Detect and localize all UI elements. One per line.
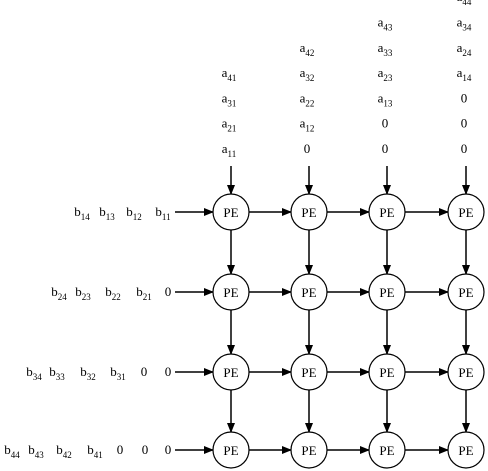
b-input-token: 0	[165, 364, 172, 379]
a-input-token: a31	[222, 90, 237, 108]
a-input-token: 0	[461, 116, 468, 131]
pe-circle	[212, 431, 250, 469]
arrow-layer	[175, 166, 470, 454]
pe-label: PE	[301, 443, 316, 458]
pe-node: PE	[368, 353, 406, 391]
pe-node: PE	[212, 431, 250, 469]
pe-node: PE	[290, 353, 328, 391]
pe-circle	[447, 193, 485, 231]
a-input-token: a43	[378, 15, 393, 33]
b-input-token: b43	[28, 442, 44, 460]
pe-circle	[447, 353, 485, 391]
pe-node: PE	[447, 193, 485, 231]
pe-circle	[368, 353, 406, 391]
pe-circle	[368, 273, 406, 311]
b-input-token: 0	[117, 442, 124, 457]
b-input-token: 0	[142, 442, 149, 457]
pe-label: PE	[379, 443, 394, 458]
pe-label: PE	[379, 285, 394, 300]
pe-node: PE	[290, 193, 328, 231]
b-input-token: 0	[165, 284, 172, 299]
pe-node-layer: PE PE PE PE PE PE PE PE PE PE PE PE PE PE PE PE	[212, 193, 485, 469]
a-input-token: a42	[300, 40, 315, 58]
pe-label: PE	[379, 205, 394, 220]
pe-circle	[447, 431, 485, 469]
b-input-token: b34	[26, 364, 42, 382]
b-input-token: b44	[4, 442, 20, 460]
pe-node: PE	[447, 431, 485, 469]
b-input-token: 0	[165, 442, 172, 457]
a-input-token: 0	[304, 141, 311, 156]
pe-node: PE	[447, 273, 485, 311]
pe-circle	[368, 193, 406, 231]
pe-label: PE	[458, 205, 473, 220]
pe-circle	[212, 193, 250, 231]
b-input-token: b23	[75, 284, 91, 302]
a-input-token: a41	[222, 65, 237, 83]
pe-circle	[290, 431, 328, 469]
b-input-token: b22	[105, 284, 121, 302]
a-input-token: a34	[457, 15, 472, 33]
b-input-token: b13	[99, 204, 115, 222]
pe-node: PE	[290, 273, 328, 311]
a-input-token: a14	[457, 65, 472, 83]
b-input-token: b31	[110, 364, 126, 382]
pe-node: PE	[368, 431, 406, 469]
pe-label: PE	[223, 205, 238, 220]
a-input-token: 0	[382, 116, 389, 131]
pe-circle	[368, 431, 406, 469]
b-input-token: b12	[126, 204, 142, 222]
a-input-token: a21	[222, 116, 237, 134]
a-input-labels: a41 a31 a21 a11 a42 a32 a22 a12 0 a43 a33 a23 a13 0 0 a…	[222, 0, 472, 159]
a-input-token: a32	[300, 65, 315, 83]
pe-label: PE	[301, 285, 316, 300]
b-input-token: b14	[74, 204, 90, 222]
a-input-token: a24	[457, 40, 472, 58]
pe-node: PE	[290, 431, 328, 469]
pe-label: PE	[458, 365, 473, 380]
b-input-token: b11	[155, 204, 170, 222]
a-input-token: 0	[461, 141, 468, 156]
pe-circle	[212, 273, 250, 311]
b-input-token: b33	[49, 364, 65, 382]
a-input-token: a44	[457, 0, 472, 7]
pe-node: PE	[368, 193, 406, 231]
pe-node: PE	[212, 193, 250, 231]
b-input-token: b32	[80, 364, 96, 382]
b-input-token: b24	[51, 284, 67, 302]
pe-node: PE	[212, 273, 250, 311]
pe-label: PE	[301, 205, 316, 220]
a-input-token: 0	[461, 90, 468, 105]
pe-circle	[290, 273, 328, 311]
pe-node: PE	[447, 353, 485, 391]
pe-label: PE	[223, 443, 238, 458]
b-input-token: b41	[87, 442, 103, 460]
pe-circle	[447, 273, 485, 311]
a-input-token: a13	[378, 90, 393, 108]
b-input-token: b21	[136, 284, 152, 302]
a-input-token: a22	[300, 90, 315, 108]
pe-circle	[290, 193, 328, 231]
b-input-token: 0	[141, 364, 148, 379]
pe-circle	[212, 353, 250, 391]
pe-label: PE	[223, 285, 238, 300]
b-input-token: b42	[56, 442, 72, 460]
pe-node: PE	[212, 353, 250, 391]
a-input-token: 0	[382, 141, 389, 156]
pe-label: PE	[458, 285, 473, 300]
pe-label: PE	[458, 443, 473, 458]
pe-label: PE	[223, 365, 238, 380]
pe-label: PE	[379, 365, 394, 380]
pe-circle	[290, 353, 328, 391]
pe-label: PE	[301, 365, 316, 380]
pe-node: PE	[368, 273, 406, 311]
a-input-token: a33	[378, 40, 393, 58]
a-input-token: a12	[300, 116, 315, 134]
a-input-token: a23	[378, 65, 393, 83]
a-input-token: a11	[222, 141, 236, 159]
